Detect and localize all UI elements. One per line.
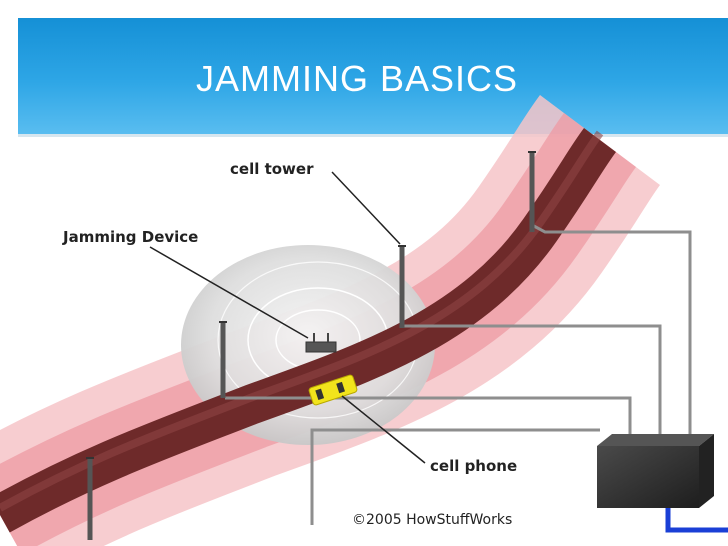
blue-cable [665,505,728,533]
cell-tower [86,457,94,540]
leader-line [331,171,401,245]
cable [403,324,662,440]
cable [310,428,600,525]
leader-line [149,246,309,339]
copyright-credit: ©2005 HowStuffWorks [352,512,513,528]
slide-title: JAMMING BASICS [196,58,519,99]
cell-tower [528,151,536,232]
cables [225,223,692,525]
cell-phone-label: cell phone [430,457,518,475]
road-highlight [0,130,604,512]
jamming-device [305,333,337,353]
cable [225,396,632,440]
cell-phone-car [308,374,358,406]
cell-tower-label: cell tower [230,160,314,178]
cell-tower [219,321,227,398]
leader-lines [149,171,426,464]
switching-station [597,434,714,508]
jamming-device-label: Jamming Device [63,228,199,246]
cable [531,223,692,440]
slide-header: JAMMING BASICS [18,18,728,137]
cell-tower [398,245,406,328]
leader-line [341,395,426,464]
